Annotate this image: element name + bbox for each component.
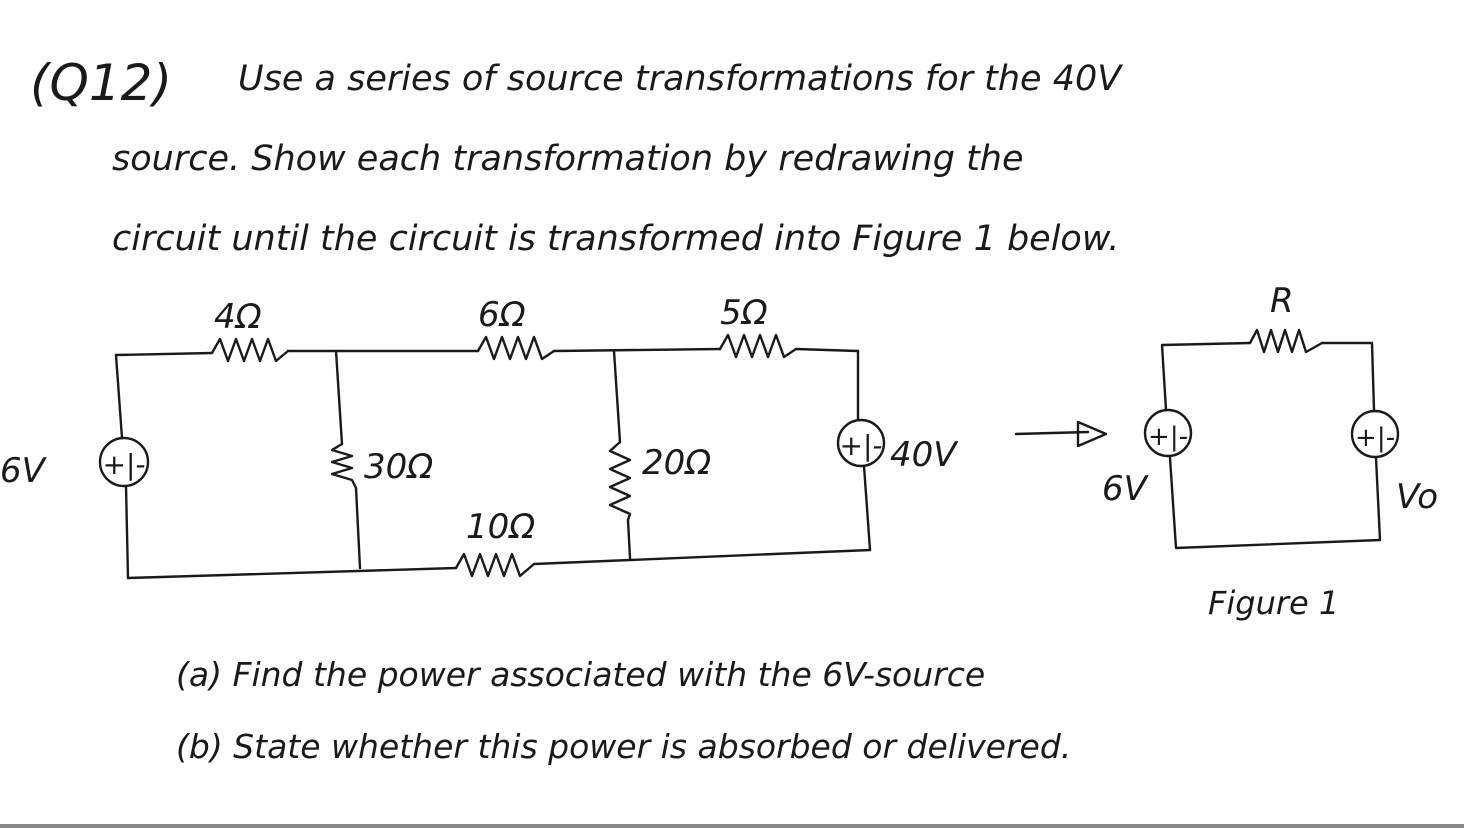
fig1-source-right: +|-	[1350, 409, 1400, 459]
question-line-1: Use a series of source transformations f…	[238, 59, 1123, 99]
voltage-source-40v: +|-	[836, 418, 886, 468]
resistor-6ohm	[476, 335, 556, 361]
top-wire	[114, 347, 860, 357]
label-10ohm: 10Ω	[466, 507, 535, 547]
source-polarity: +|-	[1355, 423, 1395, 453]
question-line-2: source. Show each transformation by redr…	[112, 139, 1024, 179]
source-polarity: +|-	[103, 448, 146, 481]
figure-1-circuit: +|- +|- R 6V Vo Figure 1	[1102, 281, 1438, 622]
fig1-resistor	[1248, 328, 1324, 354]
source-polarity: +|-	[1148, 422, 1188, 452]
part-a: (a) Find the power associated with the 6…	[176, 655, 985, 694]
source-polarity: +|-	[840, 429, 883, 462]
resistor-30ohm	[330, 442, 358, 490]
label-30ohm: 30Ω	[364, 447, 433, 487]
resistor-20ohm	[608, 440, 632, 522]
fig1-caption: Figure 1	[1208, 584, 1339, 622]
question-number: (Q12)	[30, 54, 172, 112]
question-line-3: circuit until the circuit is transformed…	[112, 219, 1119, 259]
label-4ohm: 4Ω	[214, 297, 262, 337]
source-circle	[1143, 408, 1193, 458]
fig1-label-r: R	[1270, 281, 1294, 321]
part-b: (b) State whether this power is absorbed…	[176, 727, 1071, 766]
source-circle	[836, 418, 886, 468]
node1-wire	[334, 349, 362, 570]
arrow-head	[1076, 420, 1108, 448]
right-wire	[856, 349, 872, 552]
left-wire	[114, 353, 130, 580]
label-6v-left: 6V	[0, 451, 48, 491]
source-circle	[98, 436, 150, 488]
label-5ohm: 5Ω	[720, 293, 768, 333]
bottom-border	[0, 824, 1464, 828]
voltage-source-6v-left: +|-	[98, 436, 150, 488]
label-6ohm: 6Ω	[478, 295, 526, 335]
fig1-source-left: +|-	[1143, 408, 1193, 458]
source-circle	[1350, 409, 1400, 459]
resistor-4ohm	[210, 337, 290, 363]
main-circuit: +|- +|- 4Ω 6Ω 5Ω 30Ω 20Ω 10Ω 6V 40V	[0, 293, 959, 580]
fig1-label-vo: Vo	[1396, 477, 1438, 517]
fig1-wires	[1160, 341, 1382, 550]
transform-arrow	[1014, 420, 1108, 448]
arrow-shaft	[1014, 430, 1090, 436]
label-20ohm: 20Ω	[642, 443, 711, 483]
resistor-5ohm	[718, 333, 798, 359]
fig1-label-6v: 6V	[1102, 469, 1150, 509]
bottom-wire	[126, 548, 872, 580]
resistor-10ohm	[454, 552, 536, 578]
label-40v: 40V	[890, 435, 959, 475]
node2-wire	[612, 349, 632, 560]
